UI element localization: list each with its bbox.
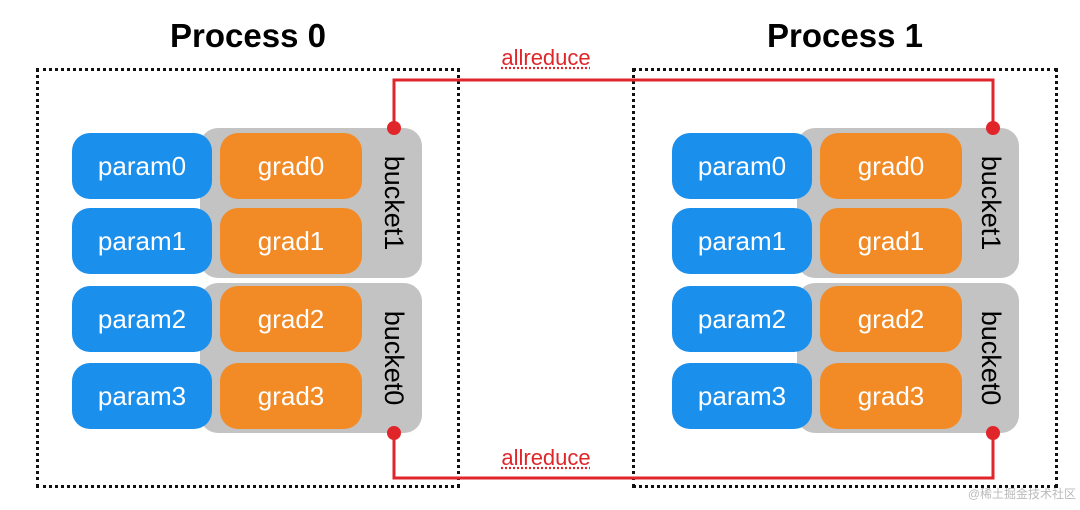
process-1-param2-label: param2: [697, 304, 787, 334]
process-0-param3-label: param3: [97, 381, 187, 411]
process-1-box: [632, 68, 1058, 488]
allreduce-top-label-text: allreduce: [501, 45, 591, 70]
process-0-param1: param1: [72, 208, 212, 274]
allreduce-top-label: allreduce: [466, 43, 626, 73]
process-1-title: Process 1: [767, 17, 923, 54]
process-1-grad0-label: grad0: [857, 151, 925, 181]
process-1-param1: param1: [672, 208, 812, 274]
process-1-grad2: grad2: [820, 286, 962, 352]
process-1-param3: param3: [672, 363, 812, 429]
process-0-param1-label: param1: [97, 226, 187, 256]
process-1-param0: param0: [672, 133, 812, 199]
process-0-bucket0-endpoint: [387, 426, 401, 440]
process-0-bucket1-endpoint: [387, 121, 401, 135]
allreduce-bottom-label-text: allreduce: [501, 445, 591, 470]
process-0-grad2: grad2: [220, 286, 362, 352]
watermark: @稀土掘金技术社区: [967, 487, 1076, 501]
process-0-param3: param3: [72, 363, 212, 429]
process-0-grad1-label: grad1: [257, 226, 325, 256]
process-0-param2: param2: [72, 286, 212, 352]
process-1-grad2-label: grad2: [857, 304, 925, 334]
process-1-bucket0-endpoint: [986, 426, 1000, 440]
process-0-grad0-label: grad0: [257, 151, 325, 181]
allreduce-bottom-label: allreduce: [466, 443, 626, 473]
process-1-grad0: grad0: [820, 133, 962, 199]
process-0-box: [36, 68, 460, 488]
process-1-bucket1-endpoint: [986, 121, 1000, 135]
process-0-grad0: grad0: [220, 133, 362, 199]
process-0-grad3: grad3: [220, 363, 362, 429]
process-1-grad3: grad3: [820, 363, 962, 429]
allreduce-bottom-line: [392, 433, 995, 480]
allreduce-top-line: [392, 78, 995, 128]
process-0-param0: param0: [72, 133, 212, 199]
process-1-param3-label: param3: [697, 381, 787, 411]
process-0-param2-label: param2: [97, 304, 187, 334]
process-0-title: Process 0: [170, 17, 326, 54]
process-1-grad3-label: grad3: [857, 381, 925, 411]
process-0-grad3-label: grad3: [257, 381, 325, 411]
process-1-param1-label: param1: [697, 226, 787, 256]
process-1-grad1-label: grad1: [857, 226, 925, 256]
process-1-param0-label: param0: [697, 151, 787, 181]
process-0-grad2-label: grad2: [257, 304, 325, 334]
process-1-param2: param2: [672, 286, 812, 352]
process-1-grad1: grad1: [820, 208, 962, 274]
process-0-param0-label: param0: [97, 151, 187, 181]
process-0-grad1: grad1: [220, 208, 362, 274]
